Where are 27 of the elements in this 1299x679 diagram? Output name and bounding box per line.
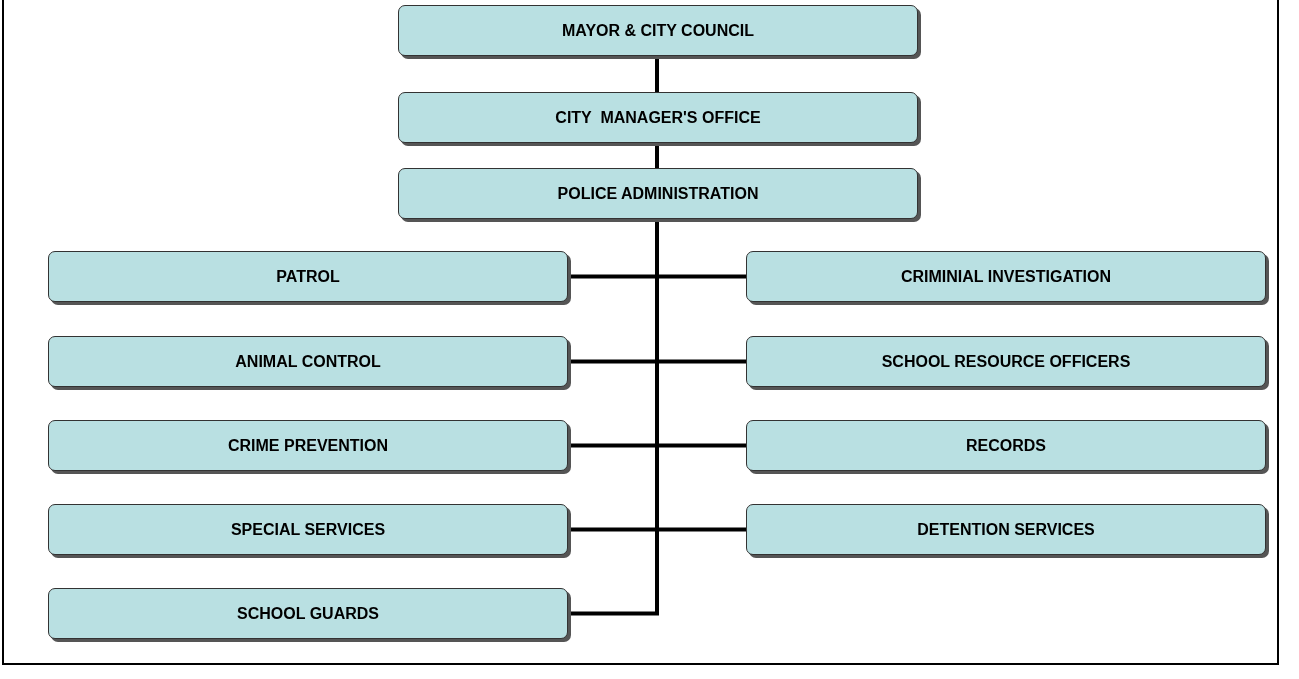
org-unit-box [398, 5, 918, 56]
unit-name: MAYOR & CITY COUNCIL [562, 21, 754, 40]
unit-name: ANIMAL CONTROL [235, 352, 381, 371]
unit-name: CITY MANAGER'S OFFICE [555, 108, 761, 127]
org-unit-box [48, 504, 568, 555]
org-unit-box [48, 588, 568, 639]
org-unit-box [746, 420, 1266, 471]
org-unit-box [48, 336, 568, 387]
unit-name: SPECIAL SERVICES [230, 520, 386, 539]
connector-line [568, 219, 659, 616]
unit-name: CRIMINIAL INVESTIGATION [900, 267, 1112, 286]
org-unit-box [48, 420, 568, 471]
unit-name: DETENTION SERVICES [917, 520, 1095, 539]
org-unit-box [398, 92, 918, 143]
org-unit-box [746, 251, 1266, 302]
connector-line [655, 56, 659, 92]
unit-name: CRIME PREVENTION [228, 436, 388, 455]
unit-name: PATROL [276, 267, 340, 286]
org-unit-box [746, 504, 1266, 555]
org-unit-box [746, 336, 1266, 387]
org-unit-box [398, 168, 918, 219]
unit-name: POLICE ADMINISTRATION [557, 184, 759, 203]
unit-name: RECORDS [966, 436, 1046, 455]
unit-name: SCHOOL GUARDS [237, 604, 379, 623]
connector-line [655, 143, 659, 168]
unit-name: SCHOOL RESOURCE OFFICERS [881, 352, 1131, 371]
org-unit-box [48, 251, 568, 302]
